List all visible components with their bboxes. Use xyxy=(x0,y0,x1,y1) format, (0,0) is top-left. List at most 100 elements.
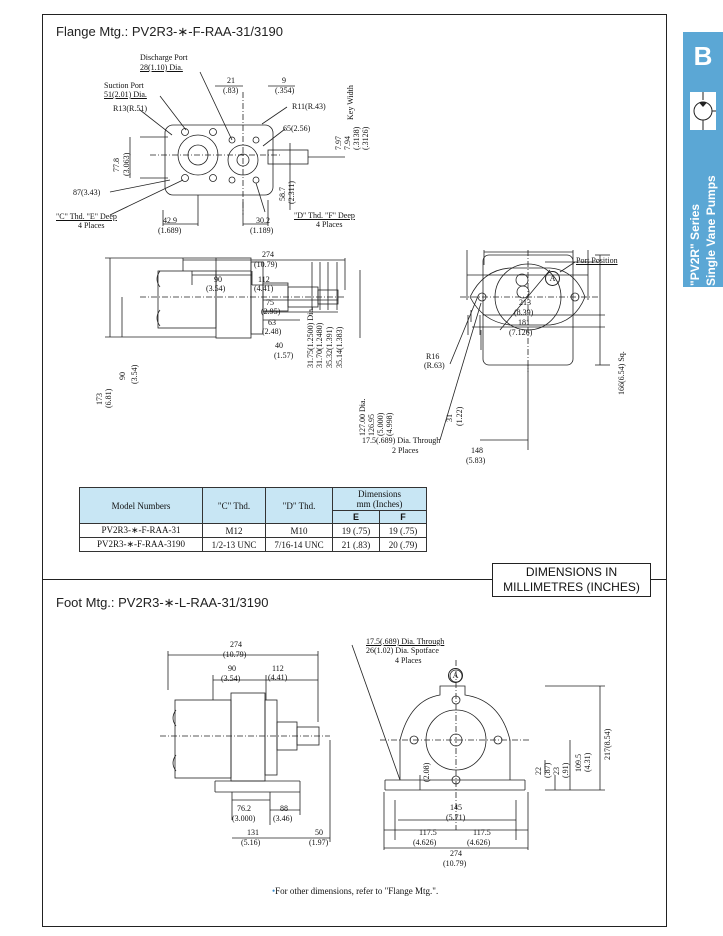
model-spec-table: Model Numbers "C" Thd. "D" Thd. Dimensio… xyxy=(79,487,427,552)
units-line1: DIMENSIONS IN xyxy=(525,565,618,579)
d9-label: 9 xyxy=(282,76,286,85)
d75-in-label: (2.95) xyxy=(261,307,281,316)
foot-d90-in-label: (3.54) xyxy=(221,674,241,683)
foot-d88-in-label: (3.46) xyxy=(273,814,293,823)
d87-label: 87(3.43) xyxy=(73,188,101,197)
foot-d90-label: 90 xyxy=(228,664,236,673)
d148-label: 148 xyxy=(471,446,483,455)
foot-hole-places-label: 4 Places xyxy=(395,656,422,665)
foot-d23-label: 23 xyxy=(552,767,561,775)
flange-side-view xyxy=(105,257,361,339)
d21-in-label: (.83) xyxy=(223,86,239,95)
cell-f: 20 (.79) xyxy=(379,537,427,552)
discharge-port-label: Discharge Port xyxy=(140,53,188,62)
page-frame xyxy=(42,14,667,927)
foot-hole2-label: 26(1.02) Dia. Spotface xyxy=(366,646,439,655)
d90-label: 90 xyxy=(214,275,222,284)
foot-d217-label: 217(8.54) xyxy=(603,728,612,760)
d148-in-label: (5.83) xyxy=(466,456,486,465)
foot-d1095-in-label: (4.31) xyxy=(583,752,592,772)
cell-model: PV2R3-∗-F-RAA-3190 xyxy=(79,537,203,552)
foot-d274-in-label: (10.79) xyxy=(223,650,247,659)
suction-port-label: Suction Port xyxy=(104,81,144,90)
r16-label: R16 xyxy=(426,352,440,361)
c-thd-label: "C" Thd. "E" Deep xyxy=(56,212,117,221)
bullet-icon: • xyxy=(272,886,276,896)
foot-side-view xyxy=(160,651,331,842)
foot-d762-label: 76.2 xyxy=(237,804,251,813)
d112-in-label: (4.41) xyxy=(254,284,274,293)
discharge-dia-label: 28(1.10) Dia. xyxy=(140,63,183,72)
flange-top-view xyxy=(109,71,345,226)
foot-d131-label: 131 xyxy=(247,828,259,837)
foot-d112-in-label: (4.41) xyxy=(268,673,288,682)
section-divider xyxy=(42,579,667,580)
reference-note: •For other dimensions, refer to "Flange … xyxy=(272,886,438,896)
foot-d1095-label: 109.5 xyxy=(574,754,583,772)
header-dimensions: Dimensions mm (Inches) xyxy=(332,487,427,511)
foot-d88-label: 88 xyxy=(280,804,288,813)
foot-d50-in-label: (1.97) xyxy=(309,838,329,847)
reference-note-text: For other dimensions, refer to "Flange M… xyxy=(275,886,439,896)
port-position-label: Port Position xyxy=(576,256,618,265)
header-f: F xyxy=(379,510,427,524)
foot-d145-label: 145 xyxy=(450,803,462,812)
d90-in-label: (3.54) xyxy=(206,284,226,293)
d65-label: 65(2.56) xyxy=(283,124,311,133)
d181-label: 181 xyxy=(518,318,530,327)
foot-d274e-label: 274 xyxy=(450,849,462,858)
header-dimensions-label: Dimensions xyxy=(357,489,401,499)
table-row: PV2R3-∗-F-RAA-3190 1/2-13 UNC 7/16-14 UN… xyxy=(79,537,427,552)
pump-symbol-icon xyxy=(690,92,716,130)
foot-d131-in-label: (5.16) xyxy=(241,838,261,847)
foot-d112-label: 112 xyxy=(272,664,284,673)
foot-d1175a-label: 117.5 xyxy=(419,828,437,837)
hole-label: 17.5(.689) Dia. Through xyxy=(362,436,441,445)
foot-d208-label: (2.08) xyxy=(422,762,431,782)
header-d-thd: "D" Thd. xyxy=(265,487,333,524)
flange-title: Flange Mtg.: PV2R3-∗-F-RAA-31/3190 xyxy=(56,24,283,39)
d213-in-label: (8.39) xyxy=(514,308,534,317)
foot-d1175a-in-label: (4.626) xyxy=(413,838,437,847)
foot-d50-label: 50 xyxy=(315,828,323,837)
foot-port-marker-a: A xyxy=(448,668,463,683)
port-marker-a: A xyxy=(545,271,560,286)
foot-d145-in-label: (5.71) xyxy=(446,813,466,822)
d-thd-label: "D" Thd. "F" Deep xyxy=(294,211,355,220)
suction-dia-label: 51(2.01) Dia. xyxy=(104,90,147,99)
cell-e: 21 (.83) xyxy=(332,537,380,552)
d302-label: 30.2 xyxy=(256,216,270,225)
foot-d22-label: 22 xyxy=(534,767,543,775)
units-line2: MILLIMETRES (INCHES) xyxy=(503,580,640,594)
units-box: DIMENSIONS IN MILLIMETRES (INCHES) xyxy=(492,563,651,597)
foot-d1175b-in-label: (4.626) xyxy=(467,838,491,847)
r13-label: R13(R.51) xyxy=(113,104,147,113)
section-tab xyxy=(683,32,723,287)
d21-label: 21 xyxy=(227,76,235,85)
foot-d22-in-label: (.87) xyxy=(543,762,552,778)
d63-in-label: (2.48) xyxy=(262,327,282,336)
d-places-label: 4 Places xyxy=(316,220,343,229)
d213-label: 213 xyxy=(519,298,531,307)
foot-d1175b-label: 117.5 xyxy=(473,828,491,837)
d40-in-label: (1.57) xyxy=(274,351,294,360)
cell-d-thd: 7/16-14 UNC xyxy=(265,537,333,552)
d1689-label: (1.689) xyxy=(158,226,182,235)
foot-d23-in-label: (.91) xyxy=(561,762,570,778)
d429-label: 42.9 xyxy=(163,216,177,225)
flange-end-view xyxy=(439,250,610,450)
d75-label: 75 xyxy=(266,298,274,307)
foot-d274e-in-label: (10.79) xyxy=(443,859,467,868)
d63-label: 63 xyxy=(268,318,276,327)
hole-places-label: 2 Places xyxy=(392,446,419,455)
d274-label: 274 xyxy=(262,250,274,259)
d40-label: 40 xyxy=(275,341,283,350)
foot-end-view xyxy=(351,644,605,850)
foot-hole1-label: 17.5(.689) Dia. Through xyxy=(366,637,445,646)
c-places-label: 4 Places xyxy=(78,221,105,230)
r16-in-label: (R.63) xyxy=(424,361,445,370)
foot-d274-label: 274 xyxy=(230,640,242,649)
